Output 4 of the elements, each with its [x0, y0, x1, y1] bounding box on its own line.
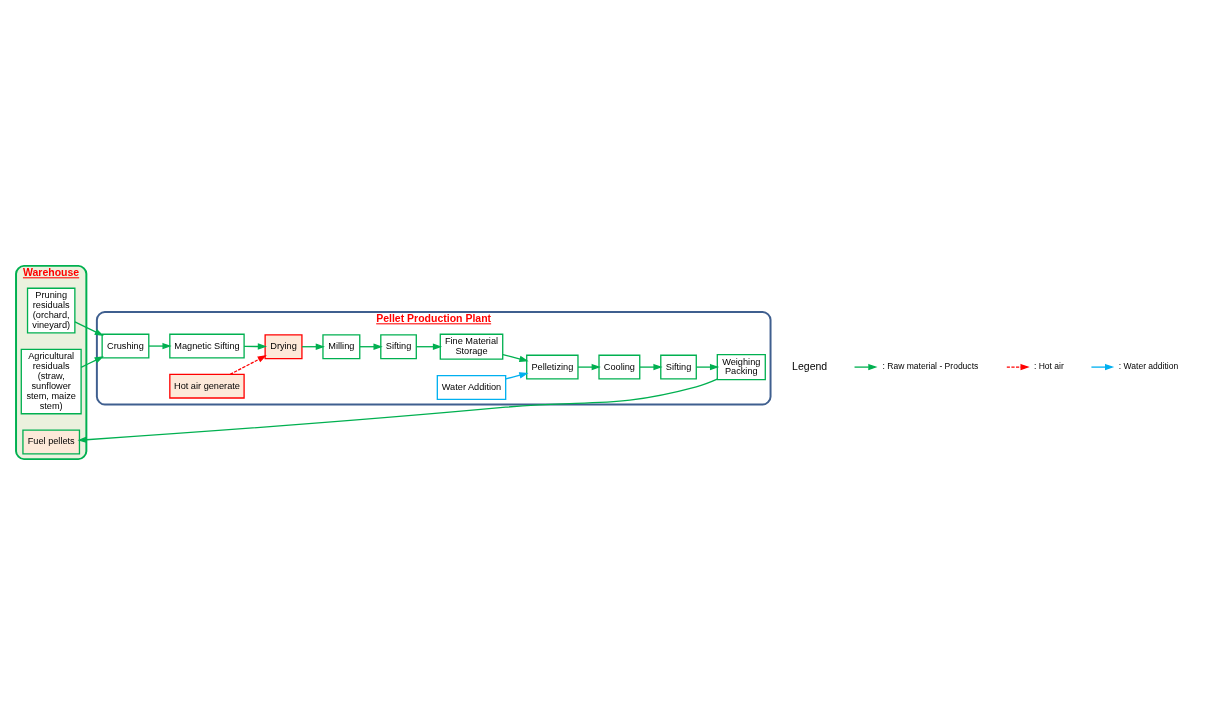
legend-label: : Raw material - Products — [882, 361, 979, 372]
legend-label: : Water addition — [1118, 361, 1179, 372]
legend-label: : Hot air — [1033, 361, 1064, 372]
label: Legend — [792, 359, 828, 372]
